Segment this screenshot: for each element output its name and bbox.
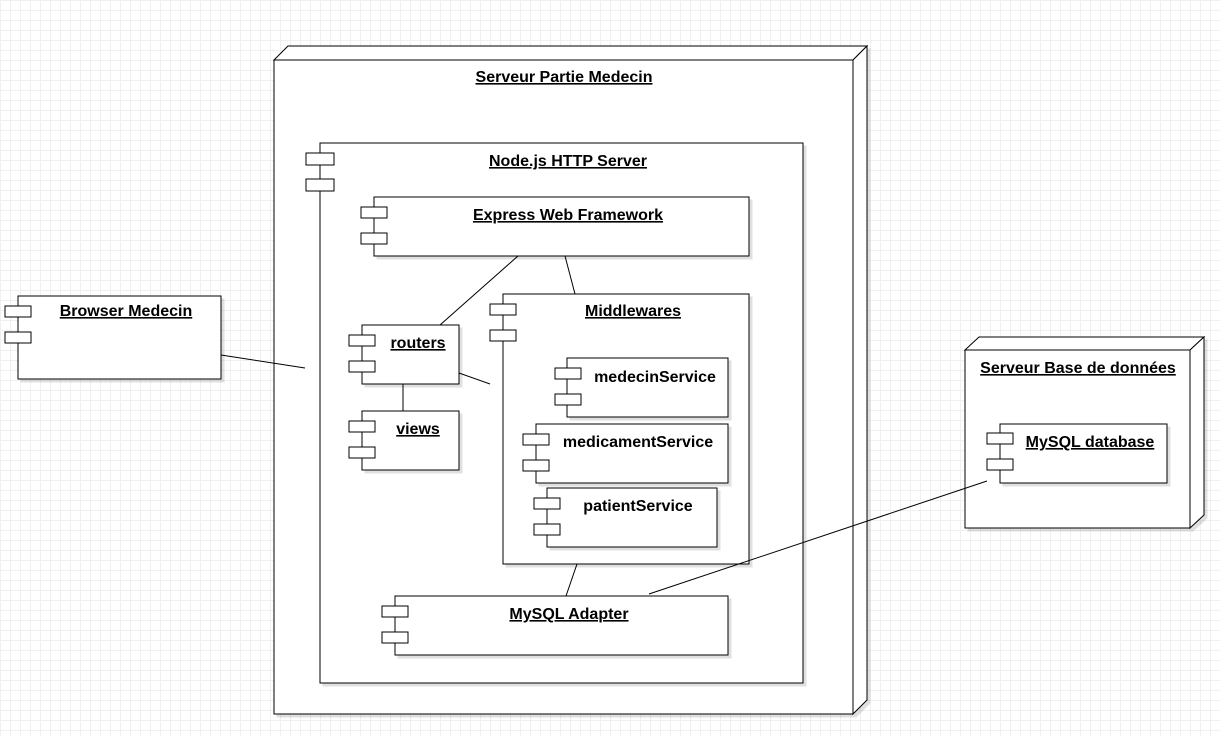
medecin-service-label: medecinService (594, 369, 716, 386)
connector-adapter-database (648, 480, 988, 595)
node-http-server-component-icon (305, 152, 335, 192)
patient-service-component[interactable] (546, 487, 718, 548)
express-label: Express Web Framework (473, 207, 663, 224)
middlewares-label: Middlewares (585, 303, 681, 320)
medicament-service-label: medicamentService (563, 434, 713, 451)
medecin-service-component[interactable] (566, 357, 729, 418)
mysql-adapter-label: MySQL Adapter (509, 606, 628, 623)
connector-middlewares-adapter (565, 563, 578, 597)
connector-express-routers (439, 255, 519, 326)
browser-component-icon (4, 305, 32, 344)
routers-label: routers (390, 335, 445, 352)
connector-browser-server (220, 354, 306, 369)
middlewares-component-icon (489, 303, 517, 342)
mysql-adapter-component-icon (381, 605, 409, 644)
views-component[interactable] (361, 410, 460, 471)
medecin-server-label: Serveur Partie Medecin (476, 69, 653, 86)
mysql-database-component[interactable] (999, 423, 1168, 484)
browser-component[interactable] (17, 295, 222, 380)
patient-service-component-icon (533, 497, 561, 536)
mysql-database-label: MySQL database (1026, 434, 1155, 451)
views-component-icon (348, 420, 376, 459)
db-server-label: Serveur Base de données (980, 360, 1176, 377)
medicament-service-component-icon (522, 433, 550, 472)
node-http-server-label: Node.js HTTP Server (489, 153, 647, 170)
connector-express-middlewares (564, 255, 576, 295)
mysql-database-component-icon (986, 432, 1014, 471)
browser-label: Browser Medecin (60, 303, 192, 320)
routers-component[interactable] (361, 324, 460, 385)
patient-service-label: patientService (583, 498, 692, 515)
medecin-service-component-icon (554, 367, 582, 406)
views-label: views (396, 421, 440, 438)
express-component[interactable] (373, 196, 750, 257)
connectors (220, 255, 988, 597)
express-component-icon (360, 206, 388, 245)
mysql-adapter-component[interactable] (394, 595, 729, 656)
connector-routers-middlewares (458, 372, 491, 385)
routers-component-icon (348, 334, 376, 373)
medicament-service-component[interactable] (535, 423, 729, 484)
